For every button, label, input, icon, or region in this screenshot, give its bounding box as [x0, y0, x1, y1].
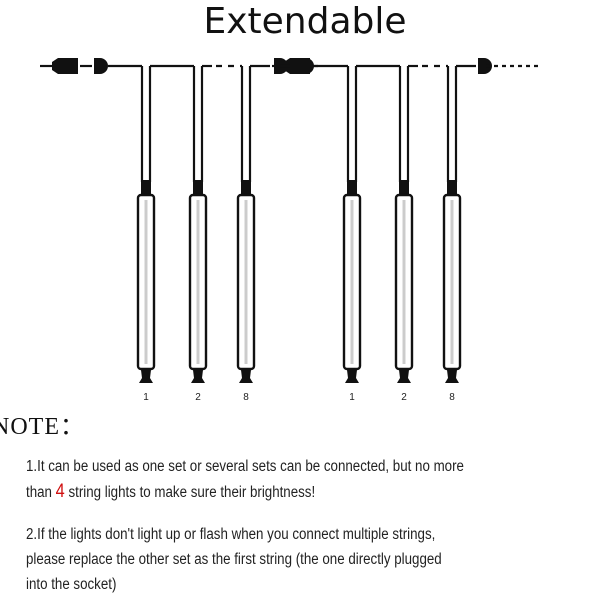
tube-end-cap-icon	[239, 370, 253, 383]
socket-plug-icon	[94, 58, 108, 74]
note-item-1: 1.It can be used as one set or several s…	[26, 454, 464, 505]
diagram-title: Extendable	[203, 1, 407, 42]
note-item-1-line-1: 1.It can be used as one set or several s…	[26, 458, 464, 475]
tube-number-label: 8	[449, 392, 455, 403]
socket-plug-icon	[478, 58, 492, 74]
tube-connector-icon	[193, 180, 203, 194]
tube-number-label: 2	[195, 392, 201, 403]
tube-end-cap-icon	[191, 370, 205, 383]
note-heading: NOTE：	[0, 414, 85, 440]
tube-number-label: 1	[143, 392, 149, 403]
tube-connector-icon	[141, 180, 151, 194]
wiring-diagram: 1 2 8 1 2 8	[40, 58, 540, 403]
note-item-2-line-1: 2.If the lights don't light up or flash …	[26, 526, 436, 543]
tube-end-cap-icon	[139, 370, 153, 383]
plug-icon	[52, 58, 78, 74]
note-item-2-line-3: into the socket)	[26, 576, 117, 593]
tube-connector-icon	[399, 180, 409, 194]
tube-connector-icon	[241, 180, 251, 194]
note-text: than	[26, 484, 56, 501]
note-text: string lights to make sure their brightn…	[64, 484, 316, 501]
tube-end-cap-icon	[345, 370, 359, 383]
tube-number-label: 2	[401, 392, 407, 403]
socket-plug-icon	[300, 58, 314, 74]
tube-number-label: 8	[243, 392, 249, 403]
note-item-2: 2.If the lights don't light up or flash …	[26, 522, 442, 597]
note-item-2-line-2: please replace the other set as the firs…	[26, 551, 442, 568]
note-item-1-line-2: than 4 string lights to make sure their …	[26, 479, 464, 505]
max-strings-highlight: 4	[55, 481, 65, 502]
tube-number-label: 1	[349, 392, 355, 403]
tube-connector-icon	[347, 180, 357, 194]
tube-end-cap-icon	[397, 370, 411, 383]
tube-end-cap-icon	[445, 370, 459, 383]
tube-connector-icon	[447, 180, 457, 194]
